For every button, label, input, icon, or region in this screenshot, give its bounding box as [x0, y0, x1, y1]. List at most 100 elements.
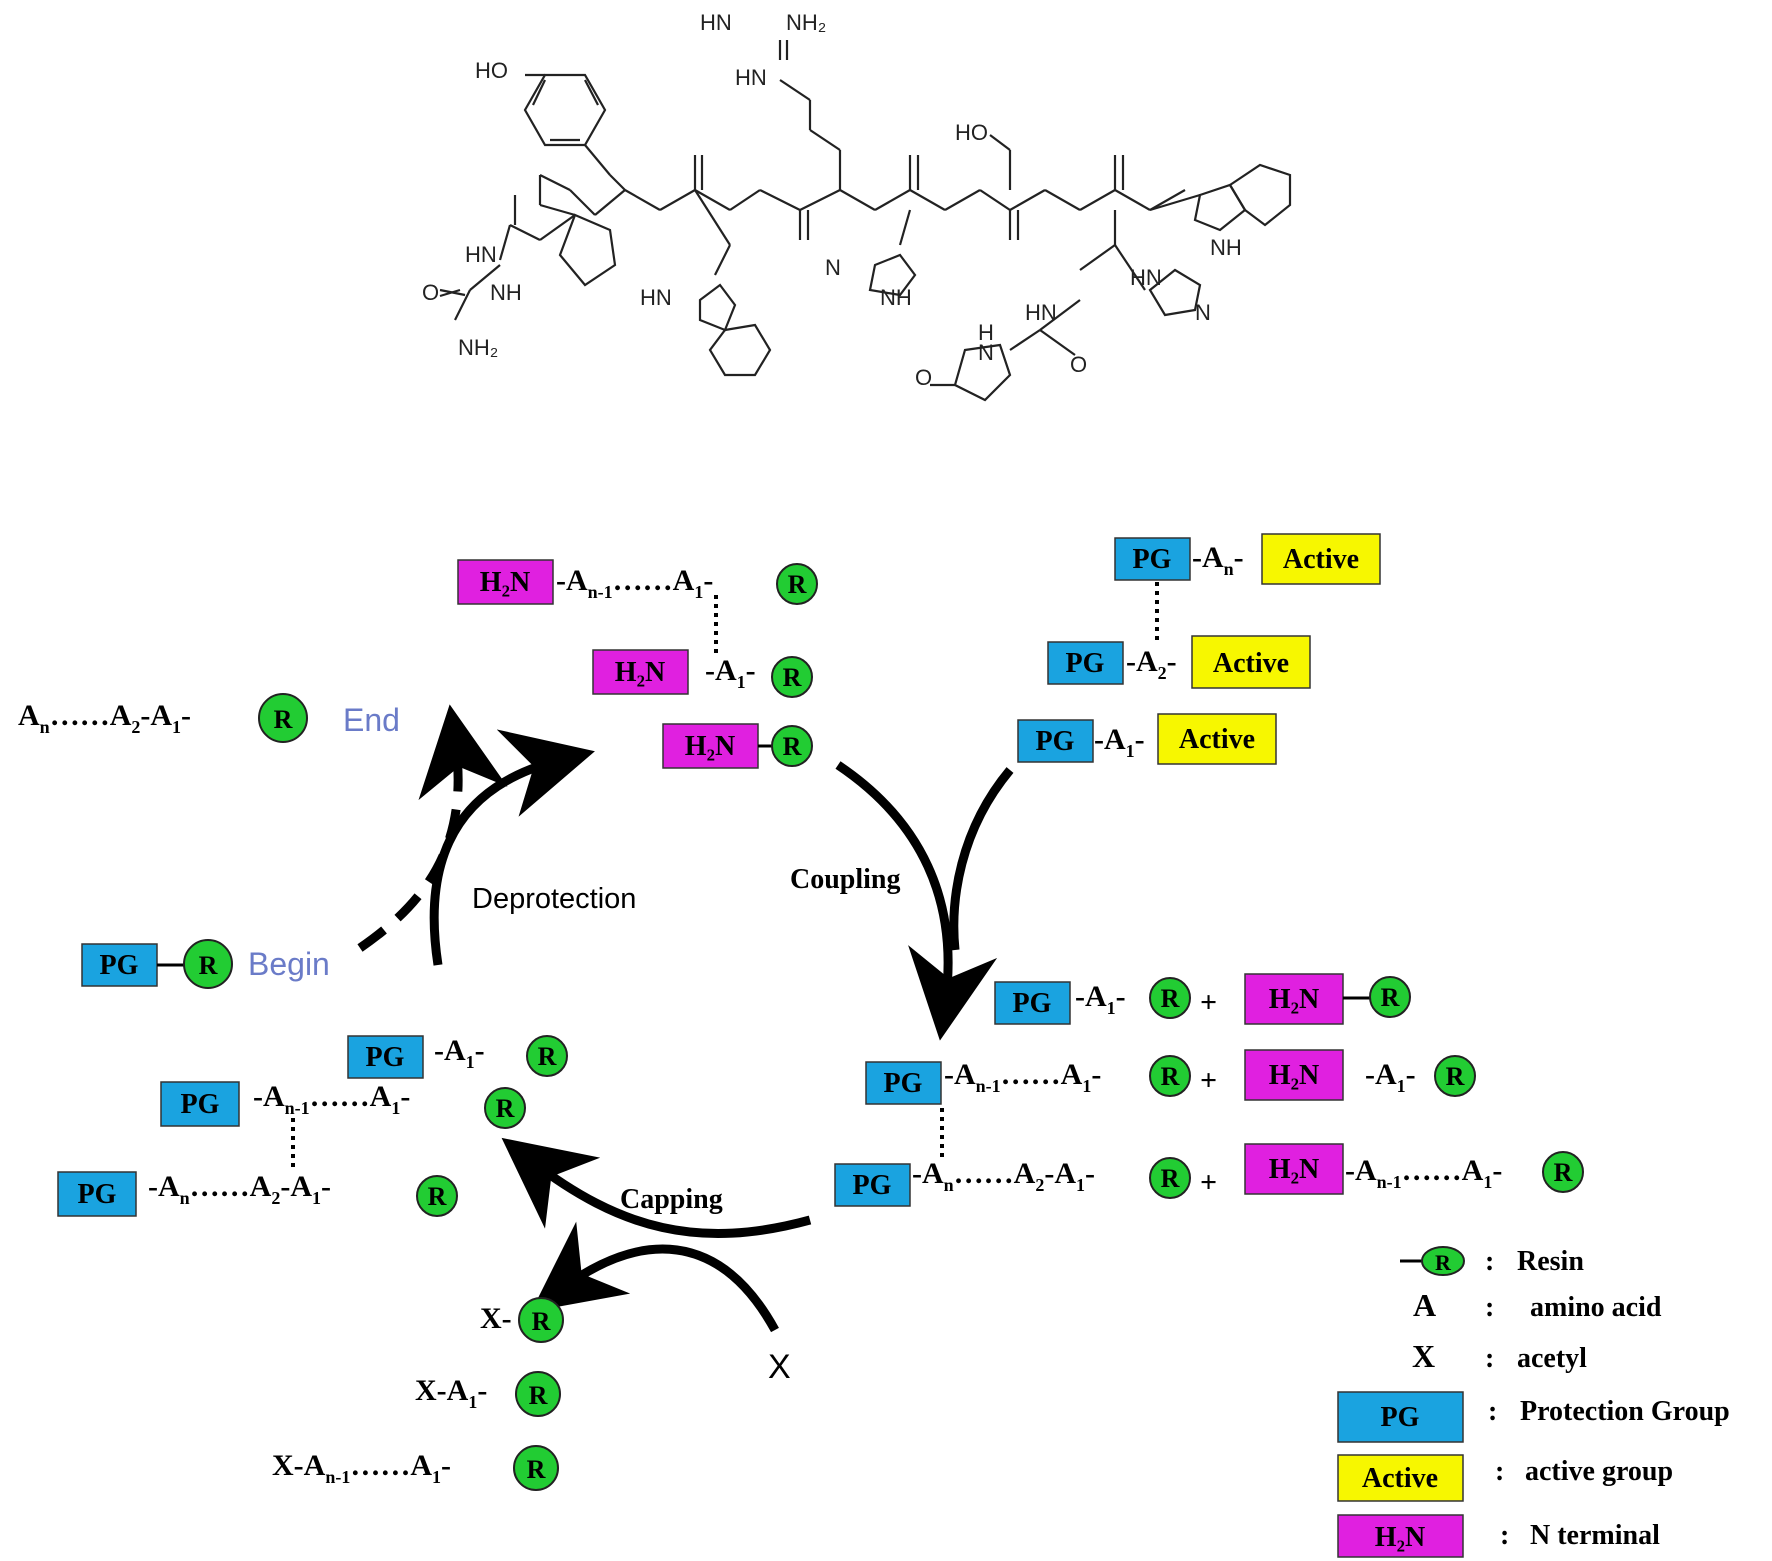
pg-box-label: PG: [100, 950, 139, 981]
chain-text: -A1-: [434, 1034, 485, 1072]
resin-icon: [258, 693, 308, 743]
legend-text: N terminal: [1530, 1520, 1660, 1551]
active-box: [1261, 533, 1381, 585]
pg-box-label: PG: [1133, 544, 1172, 575]
chain-text: -A1-: [1094, 723, 1145, 761]
resin-icon: [1421, 1246, 1465, 1276]
resin-icon: [518, 1297, 564, 1343]
resin-icon: [1434, 1055, 1476, 1097]
resin-label: R: [1381, 983, 1400, 1012]
peptide-structure: HO HN NH₂ HN HO HN NH NH₂ O HN NH NH N H…: [422, 10, 1292, 402]
deprotection-label: Deprotection: [472, 883, 636, 915]
cycle-arrows: [357, 704, 1014, 1333]
resin-label: R: [527, 1455, 546, 1484]
chain-text: -An……A2-A1-: [912, 1157, 1095, 1195]
mol-label: HO: [475, 58, 508, 83]
pg-box-label: PG: [853, 1170, 892, 1201]
resin-icon: [771, 725, 813, 767]
end-label: End: [343, 702, 400, 738]
resin-label: R: [1554, 1158, 1573, 1187]
mol-label: HN: [700, 10, 732, 35]
legend-sep: :: [1495, 1456, 1504, 1487]
legend-sep: :: [1500, 1520, 1509, 1551]
resin-icon: [484, 1087, 526, 1129]
activated-aa-group: PG -An- Active PG -A2- Active PG -A1- Ac…: [1017, 533, 1381, 765]
h2n-box-label: H₂N: [1269, 1060, 1319, 1091]
mol-label: NH₂: [786, 10, 826, 35]
pg-box: [865, 1061, 942, 1105]
pg-box-label: PG: [1066, 648, 1105, 679]
h2n-box: [1244, 1143, 1344, 1195]
chain-text: -An-1……A1-: [253, 1080, 410, 1118]
resin-label: R: [199, 951, 218, 980]
mol-label: NH: [880, 285, 912, 310]
mol-label: NH₂: [458, 335, 498, 360]
legend-sep: :: [1485, 1292, 1494, 1323]
start-material: PG R: [81, 939, 233, 989]
resin-label: R: [788, 570, 807, 599]
pg-box: [160, 1081, 240, 1127]
resin-label: R: [428, 1182, 447, 1211]
chain-text: -An-: [1192, 541, 1244, 579]
pg-box: [81, 943, 158, 987]
h2n-box-label: H₂N: [615, 657, 665, 688]
plus: +: [1200, 1064, 1217, 1097]
h2n-box-label: H₂N: [685, 731, 735, 762]
legend-symbol: H₂N: [1375, 1522, 1425, 1553]
mol-label: HN: [1130, 265, 1162, 290]
active-box: [1337, 1454, 1464, 1502]
resin-label: R: [532, 1307, 551, 1336]
legend-symbol: X: [1412, 1338, 1435, 1374]
h2n-box-label: H₂N: [1269, 984, 1319, 1015]
mol-label: H: [978, 320, 994, 345]
legend-text: Resin: [1517, 1246, 1584, 1277]
chain-text: -A1-: [1075, 980, 1126, 1018]
resin-icon: [776, 563, 818, 605]
legend-symbol: A: [1413, 1287, 1436, 1323]
resin-label: R: [783, 732, 802, 761]
legend: R : Resin A : amino acid X : acetyl PG :…: [1337, 1246, 1730, 1558]
resin-icon: [1542, 1151, 1584, 1193]
mol-label: NH: [490, 280, 522, 305]
mol-label: N: [1195, 300, 1211, 325]
mol-label: HN: [465, 242, 497, 267]
pg-box: [347, 1035, 424, 1079]
pg-box: [834, 1163, 911, 1207]
pg-box-label: PG: [884, 1068, 923, 1099]
chain-text: X-: [480, 1302, 512, 1335]
active-box: [1157, 713, 1277, 765]
legend-text: Protection Group: [1520, 1396, 1730, 1427]
resin-label: R: [1161, 1164, 1180, 1193]
h2n-box: [1337, 1514, 1464, 1558]
pg-box-label: PG: [78, 1179, 117, 1210]
legend-text: amino acid: [1530, 1292, 1662, 1323]
mol-label: O: [422, 280, 439, 305]
plus: +: [1200, 1166, 1217, 1199]
h2n-box-label: H₂N: [1269, 1154, 1319, 1185]
plus: +: [1200, 986, 1217, 1019]
legend-symbol: PG: [1381, 1402, 1420, 1433]
h2n-box: [457, 559, 554, 605]
mol-label: HN: [640, 285, 672, 310]
capping-side-arrow: [531, 1221, 779, 1333]
active-box: [1191, 635, 1311, 689]
chain-text: -An-1……A1-: [556, 564, 713, 602]
resin-icon: [183, 939, 233, 989]
chain-text: -An-1……A1-: [944, 1058, 1101, 1096]
mol-label: HN: [1025, 300, 1057, 325]
legend-symbol: Active: [1362, 1463, 1438, 1494]
resin-icon: [1149, 1055, 1191, 1097]
h2n-box: [1244, 973, 1344, 1025]
pg-box: [57, 1171, 137, 1217]
resin-label: R: [783, 663, 802, 692]
pg-box-label: PG: [366, 1042, 405, 1073]
capped-products: X- R X-A1- R X-An-1……A1- R: [272, 1297, 564, 1491]
mol-label: NH: [1210, 235, 1242, 260]
chain-text: -An-1……A1-: [1345, 1154, 1502, 1192]
chain-text: -A2-: [1126, 645, 1177, 683]
mol-label: N: [825, 255, 841, 280]
pg-box-label: PG: [1036, 726, 1075, 757]
resin-label: R: [538, 1042, 557, 1071]
active-box-label: Active: [1179, 724, 1255, 755]
resin-icon: [1149, 1157, 1191, 1199]
